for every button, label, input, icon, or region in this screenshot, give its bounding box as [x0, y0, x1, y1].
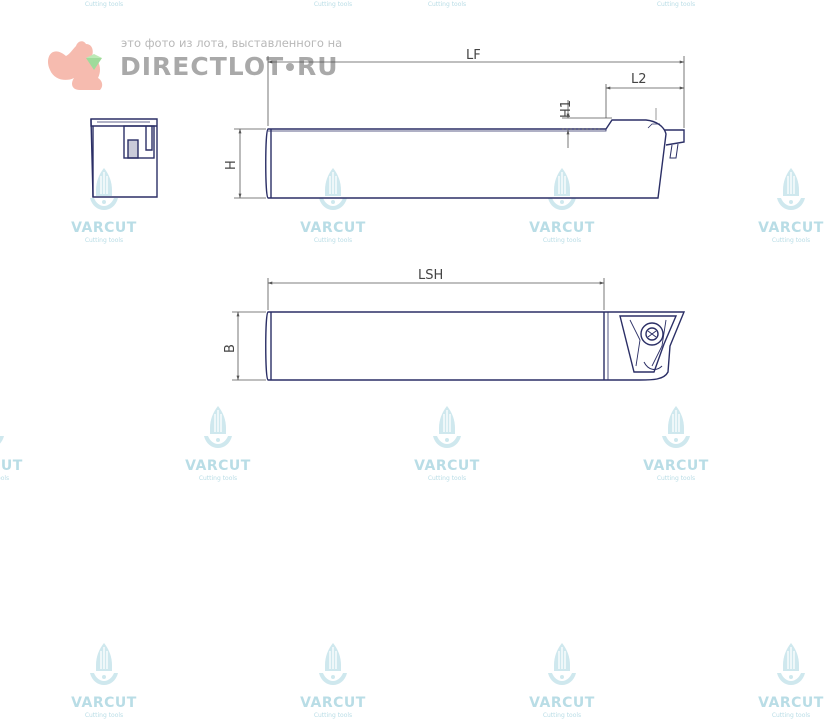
varcut-logo-icon [432, 405, 462, 449]
varcut-watermark-brand: VARCUT [0, 458, 23, 474]
banner-dot-icon [286, 63, 294, 71]
varcut-watermark-brand: VARCUT [529, 220, 595, 236]
varcut-watermark-subtitle: Cutting tools [85, 712, 123, 719]
varcut-logo-icon [89, 642, 119, 686]
varcut-logo-icon [89, 167, 119, 211]
varcut-watermark-brand: VARCUT [185, 458, 251, 474]
varcut-watermark-subtitle: Cutting tools [428, 475, 466, 482]
varcut-watermark-brand: VARCUT [71, 695, 137, 711]
directlot-banner: это фото из лота, выставленного на DIREC… [47, 36, 342, 90]
dim-label-h: H [224, 160, 239, 170]
dim-label-h1: H1 [559, 100, 574, 118]
varcut-watermark-subtitle: Cutting tools [428, 1, 466, 8]
dim-label-lsh: LSH [418, 268, 443, 283]
varcut-watermark-subtitle: Cutting tools [199, 475, 237, 482]
varcut-watermark-subtitle: Cutting tools [772, 712, 810, 719]
varcut-logo-icon [0, 405, 5, 449]
banner-brand: DIRECTLOT [120, 52, 284, 81]
varcut-watermark-subtitle: Cutting tools [543, 237, 581, 244]
varcut-watermark-subtitle: Cutting tools [657, 1, 695, 8]
side-view [265, 119, 685, 199]
varcut-watermark-subtitle: Cutting tools [543, 712, 581, 719]
varcut-watermark-brand: VARCUT [758, 220, 824, 236]
varcut-logo-icon [318, 167, 348, 211]
varcut-watermark-subtitle: Cutting tools [85, 1, 123, 8]
varcut-logo-icon [547, 642, 577, 686]
varcut-watermark-brand: VARCUT [529, 695, 595, 711]
end-view [90, 118, 158, 198]
varcut-watermark-subtitle: Cutting tools [314, 1, 352, 8]
varcut-watermark-brand: VARCUT [643, 458, 709, 474]
dimension-lines [232, 56, 685, 381]
varcut-logo-icon [776, 642, 806, 686]
dim-label-l2: L2 [631, 72, 647, 87]
varcut-logo-icon [776, 167, 806, 211]
varcut-watermark-brand: VARCUT [758, 695, 824, 711]
banner-caption: это фото из лота, выставленного на [121, 36, 342, 50]
varcut-watermark-brand: VARCUT [300, 220, 366, 236]
varcut-watermark-subtitle: Cutting tools [85, 237, 123, 244]
dim-label-lf: LF [466, 48, 481, 63]
varcut-watermark-brand: VARCUT [300, 695, 366, 711]
varcut-logo-icon [318, 642, 348, 686]
varcut-watermark-subtitle: Cutting tools [0, 475, 9, 482]
varcut-watermark-subtitle: Cutting tools [772, 237, 810, 244]
varcut-watermark-subtitle: Cutting tools [314, 237, 352, 244]
banner-brand-suffix: RU [297, 52, 339, 81]
varcut-logo-icon [661, 405, 691, 449]
varcut-watermark-subtitle: Cutting tools [314, 712, 352, 719]
varcut-logo-icon [547, 167, 577, 211]
top-view [265, 311, 686, 381]
varcut-watermark-brand: VARCUT [414, 458, 480, 474]
varcut-watermark-brand: VARCUT [71, 220, 137, 236]
squirrel-logo-icon [47, 41, 103, 90]
varcut-logo-icon [203, 405, 233, 449]
varcut-watermark-subtitle: Cutting tools [657, 475, 695, 482]
dim-label-b: B [223, 344, 238, 353]
